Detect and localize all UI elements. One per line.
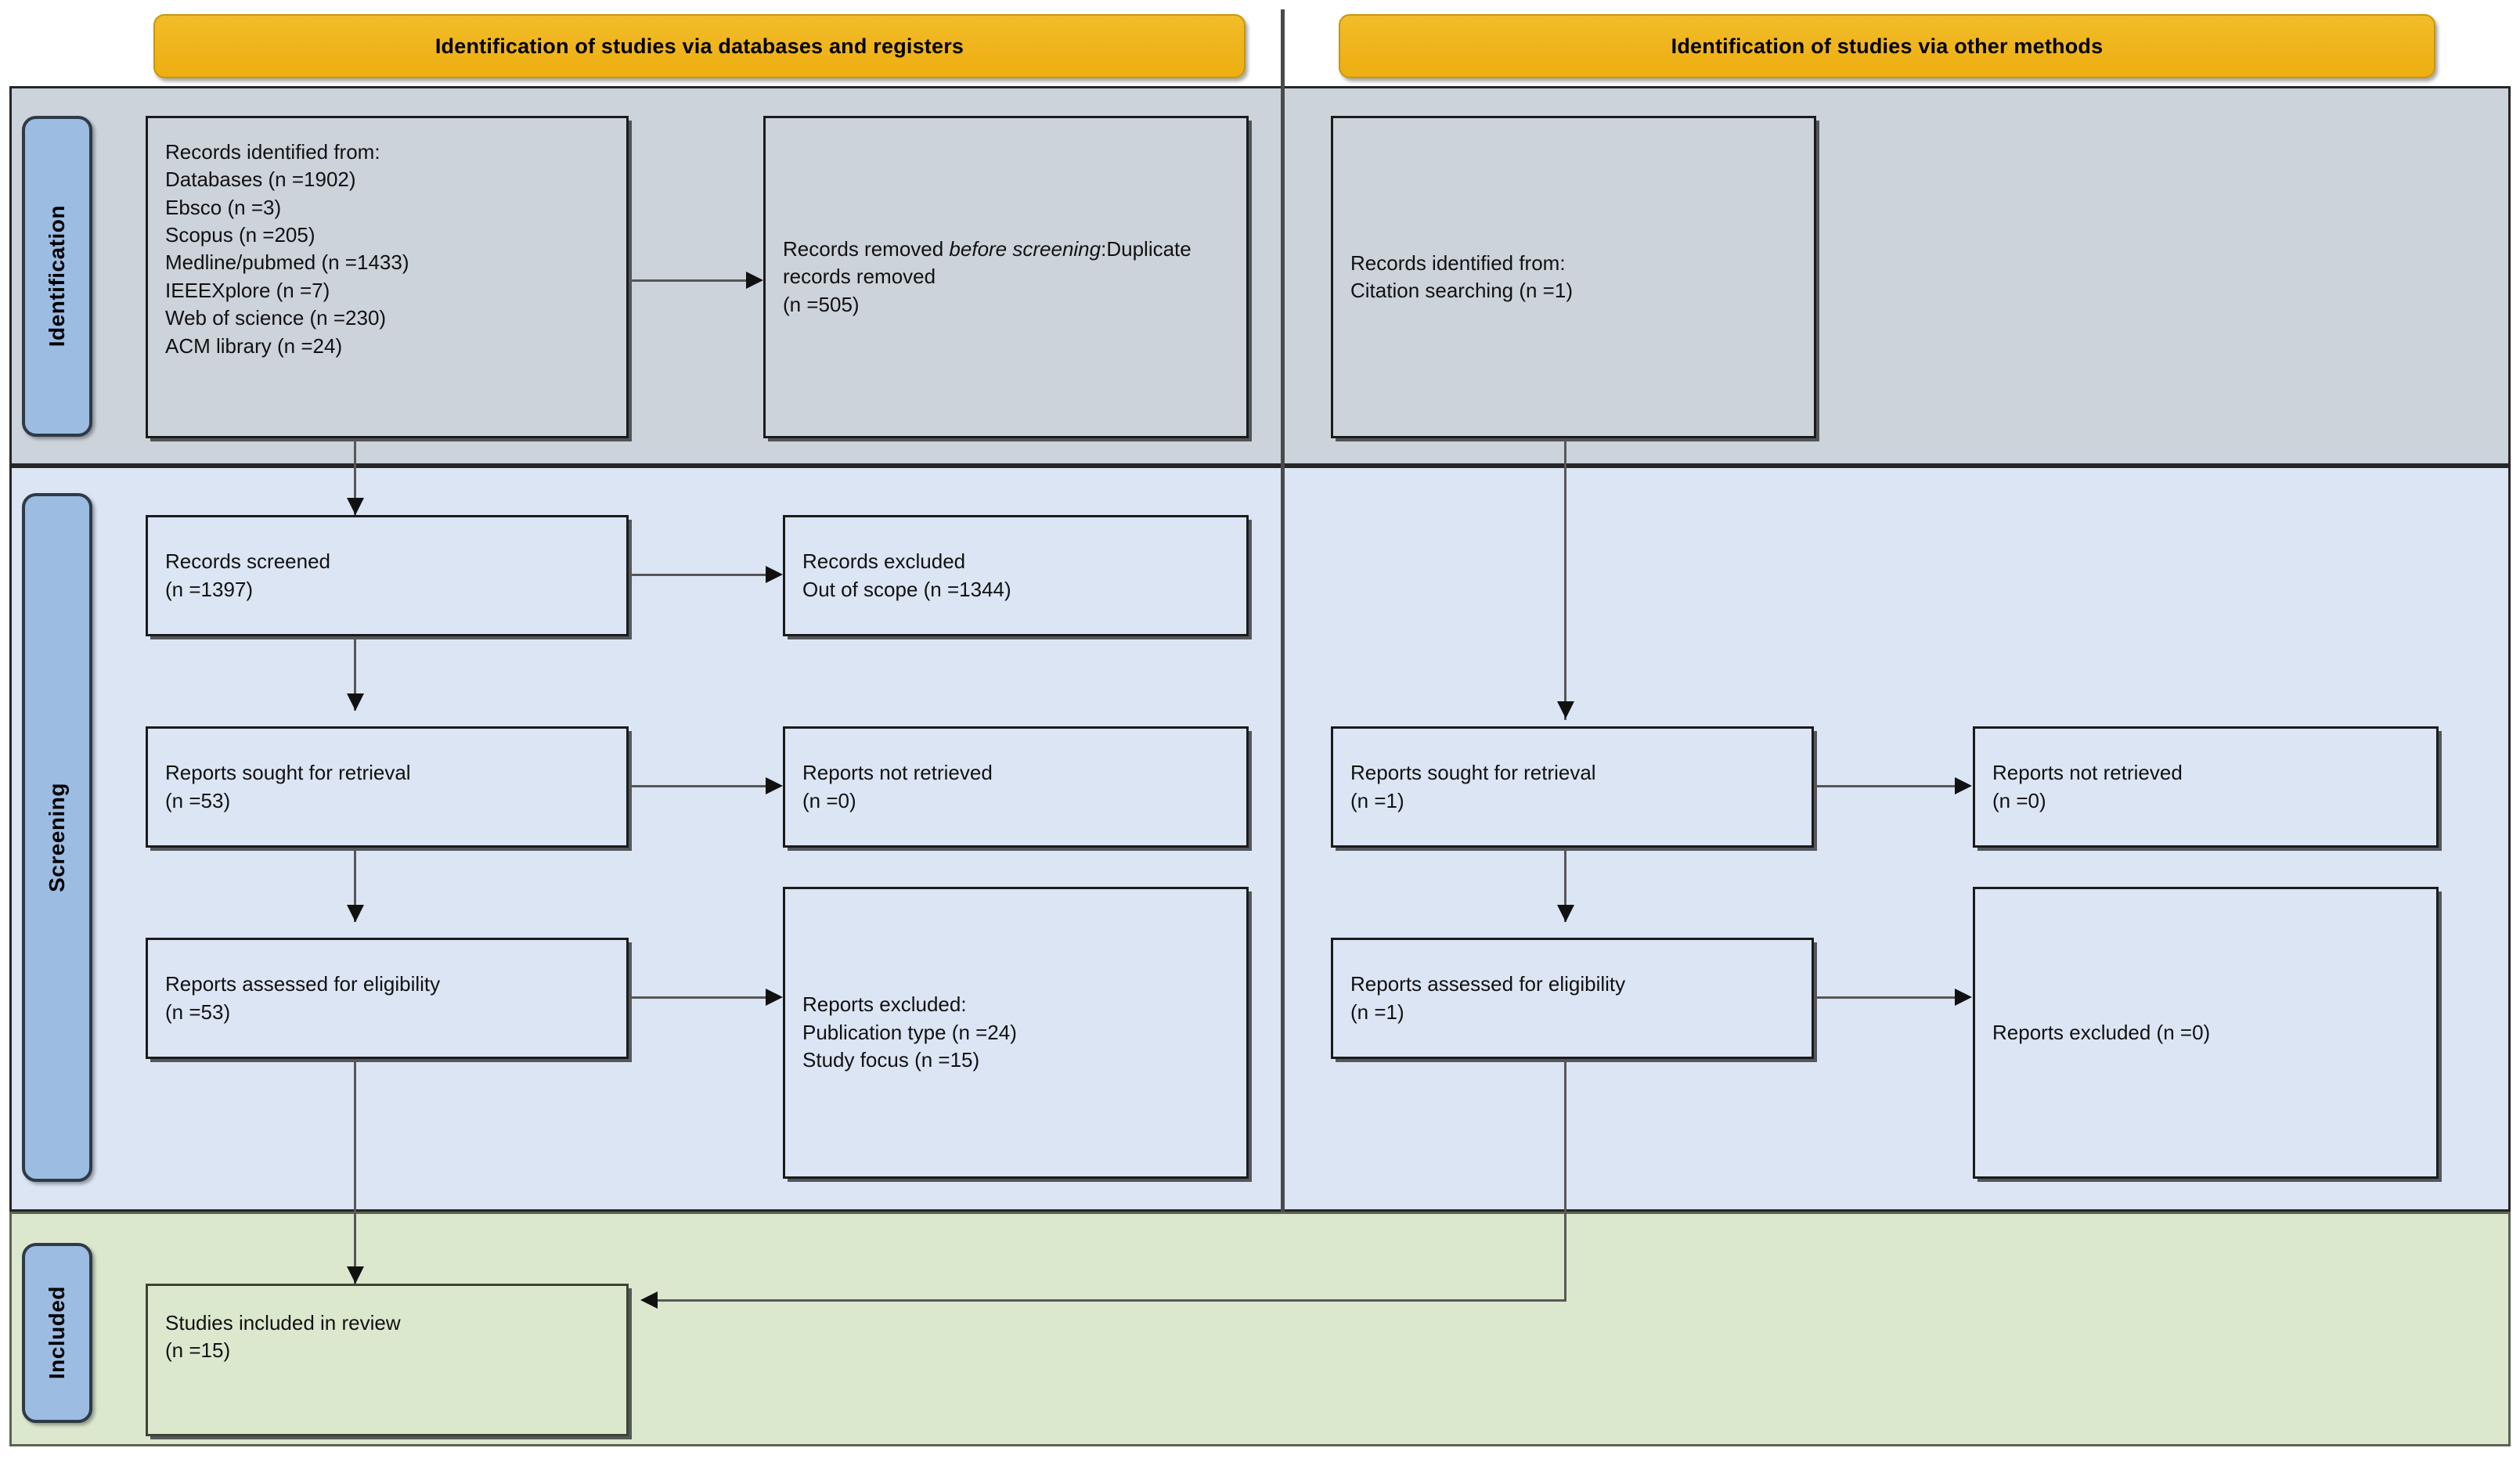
box-records-removed-before-screening: Records removed before screening:Duplica… [763,116,1249,438]
stage-label-screening-text: Screening [45,783,69,892]
stage-label-included-text: Included [45,1286,69,1380]
arrowhead-other-sought-to-assessed [1557,905,1574,922]
connector-identified-to-removed [629,279,746,282]
arrowhead-other-assessed-to-included [640,1291,658,1309]
box-reports-not-retrieved-databases: Reports not retrieved (n =0) [783,726,1249,848]
box-reports-sought-other: Reports sought for retrieval (n =1) [1331,726,1814,848]
box-reports-excluded-databases: Reports excluded: Publication type (n =2… [783,887,1249,1179]
connector-other-sought-to-assessed [1564,848,1566,922]
banner-other-methods-label: Identification of studies via other meth… [1671,34,2104,58]
column-divider [1281,9,1285,1212]
box-reports-not-retrieved-databases-text: Reports not retrieved (n =0) [802,761,993,812]
box-reports-excluded-other: Reports excluded (n =0) [1973,887,2439,1179]
arrowhead-other-identified-to-sought [1557,701,1574,719]
arrowhead-screened-to-sought [347,693,364,711]
connector-sought-to-assessed [354,848,356,922]
box-reports-excluded-databases-text: Reports excluded: Publication type (n =2… [802,992,1017,1072]
banner-other-methods: Identification of studies via other meth… [1339,14,2435,78]
box-reports-sought-databases-text: Reports sought for retrieval (n =53) [165,761,411,812]
stage-label-identification-text: Identification [45,205,69,348]
box-studies-included-text: Studies included in review (n =15) [165,1311,401,1363]
box-records-identified-other-methods: Records identified from: Citation search… [1331,116,1816,438]
box-reports-assessed-other-text: Reports assessed for eligibility (n =1) [1350,972,1626,1024]
connector-screened-to-excluded [629,574,766,576]
box-records-identified-databases-text: Records identified from: Databases (n =1… [165,140,409,358]
connector-other-identified-to-sought [1564,438,1566,720]
box-reports-assessed-other: Reports assessed for eligibility (n =1) [1331,938,1814,1059]
box-records-excluded: Records excluded Out of scope (n =1344) [783,515,1249,636]
stage-label-included: Included [22,1243,92,1423]
box-records-screened: Records screened (n =1397) [146,515,629,636]
connector-other-assessed-to-excluded [1814,996,1955,999]
box-reports-assessed-databases-text: Reports assessed for eligibility (n =53) [165,972,441,1024]
box-records-screened-text: Records screened (n =1397) [165,549,330,601]
box-reports-not-retrieved-other: Reports not retrieved (n =0) [1973,726,2439,848]
connector-identified-to-screened [354,438,356,517]
arrowhead-sought-to-not-retrieved [766,777,783,794]
box-records-removed-before-screening-text: Records removed before screening:Duplica… [783,236,1229,319]
records-removed-title: Records removed [783,236,950,261]
box-studies-included: Studies included in review (n =15) [146,1284,629,1436]
connector-other-assessed-to-included-horizontal [658,1299,1566,1302]
stage-label-identification: Identification [22,116,92,437]
connector-screened-to-sought [354,636,356,711]
arrowhead-identified-to-removed [746,272,763,289]
connector-other-assessed-to-included-vertical [1564,1059,1566,1302]
arrowhead-assessed-to-included [347,1266,364,1284]
box-reports-not-retrieved-other-text: Reports not retrieved (n =0) [1992,761,2183,812]
connector-sought-to-not-retrieved [629,785,766,787]
arrowhead-identified-to-screened [347,498,364,515]
arrowhead-assessed-to-excluded [766,989,783,1006]
arrowhead-sought-to-assessed [347,905,364,922]
arrowhead-other-assessed-to-excluded [1955,989,1972,1006]
banner-databases-registers-label: Identification of studies via databases … [434,34,964,58]
box-records-excluded-text: Records excluded Out of scope (n =1344) [802,549,1011,601]
box-records-identified-databases: Records identified from: Databases (n =1… [146,116,629,438]
box-reports-sought-databases: Reports sought for retrieval (n =53) [146,726,629,848]
connector-other-sought-to-not-retrieved [1814,785,1955,787]
box-reports-sought-other-text: Reports sought for retrieval (n =1) [1350,761,1596,812]
arrowhead-other-sought-to-not-retrieved [1955,777,1972,794]
connector-assessed-to-excluded [629,996,766,999]
box-records-identified-other-methods-text: Records identified from: Citation search… [1350,250,1573,302]
arrowhead-screened-to-excluded [766,566,783,583]
box-reports-excluded-other-text: Reports excluded (n =0) [1992,1020,2211,1044]
records-removed-detail: Duplicate records removed (n =505) [783,236,1192,316]
connector-assessed-to-included [354,1059,356,1286]
records-removed-title-emphasis: before screening [949,236,1101,261]
records-removed-title-end: : [1101,236,1107,261]
stage-label-screening: Screening [22,493,92,1182]
box-reports-assessed-databases: Reports assessed for eligibility (n =53) [146,938,629,1059]
banner-databases-registers: Identification of studies via databases … [153,14,1246,78]
